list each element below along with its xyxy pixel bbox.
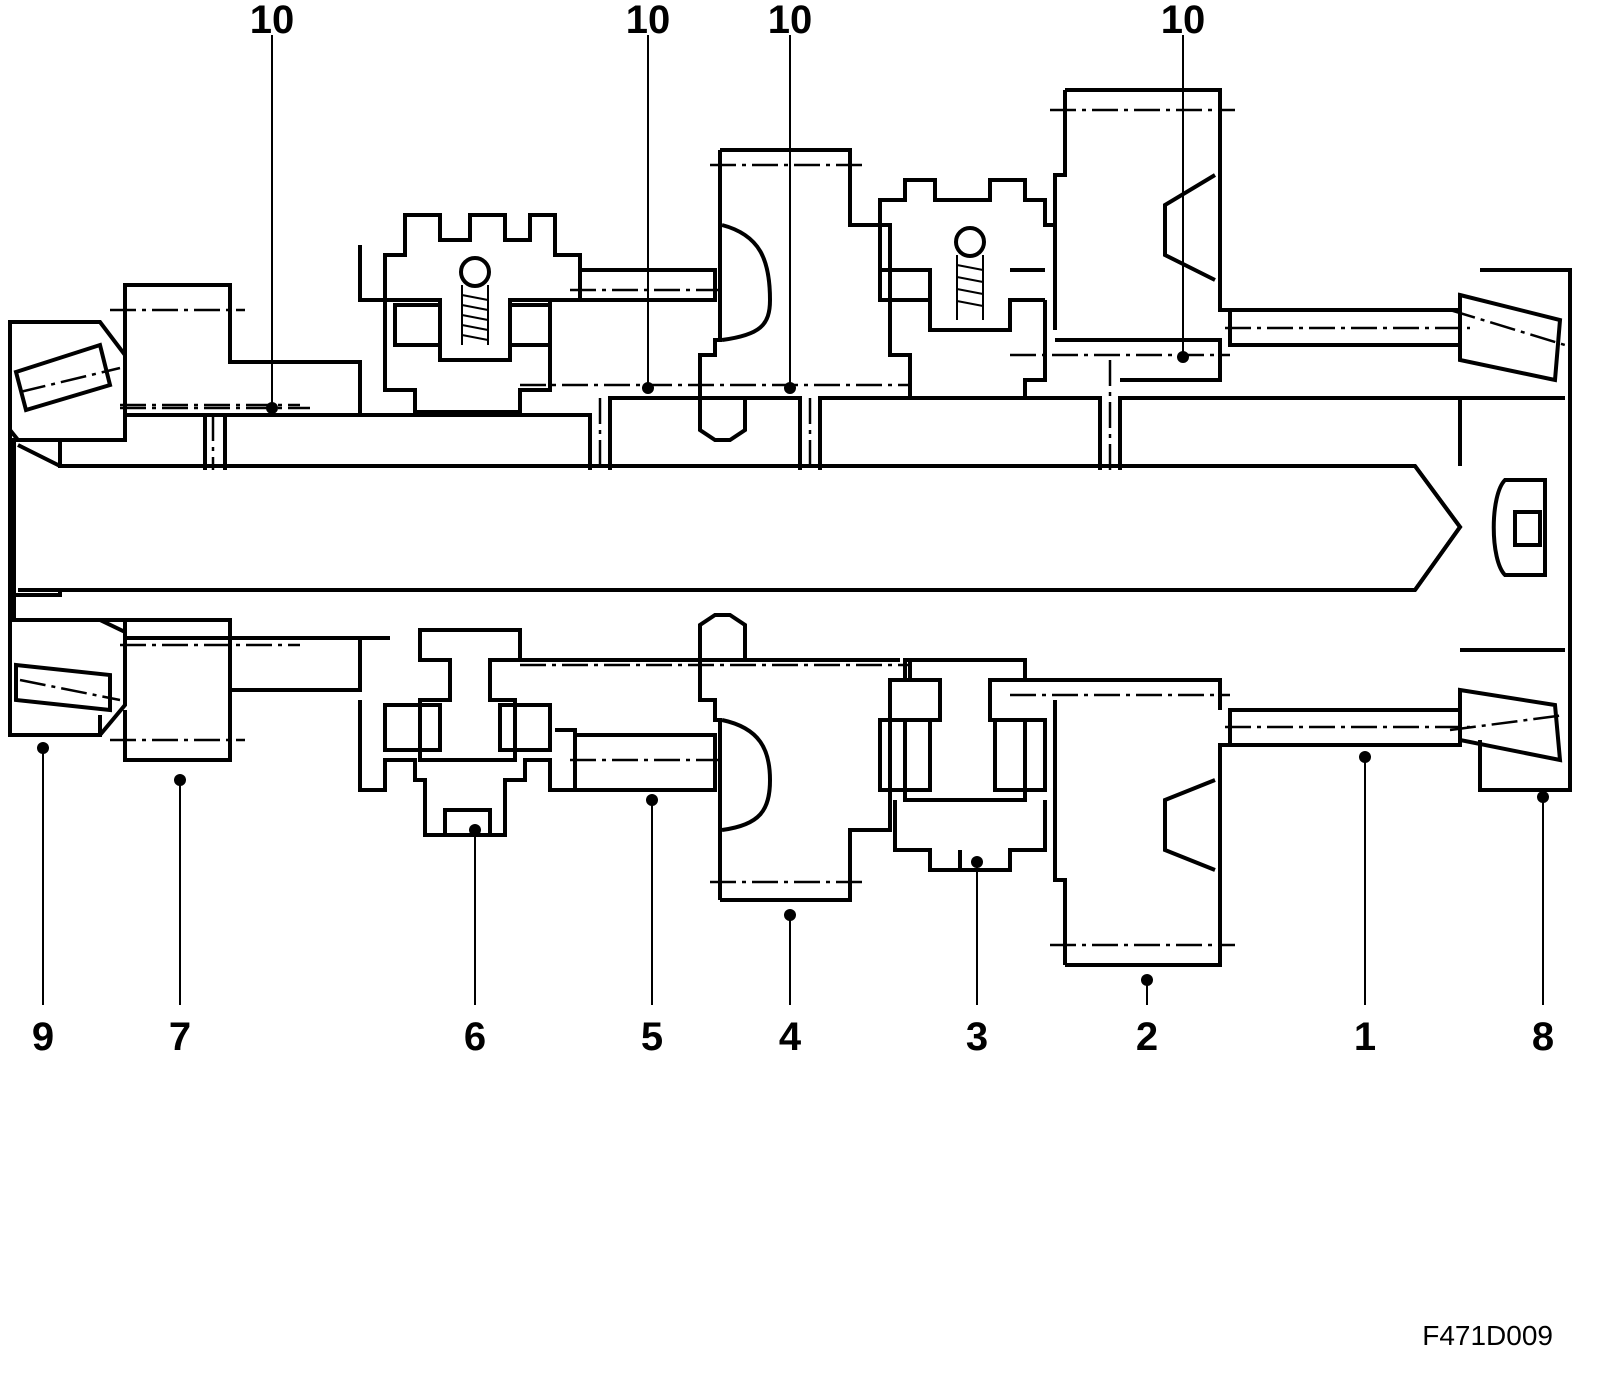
leader-lines bbox=[37, 35, 1549, 1005]
synchronizer-3 bbox=[850, 178, 1055, 872]
gear-4 bbox=[698, 148, 912, 902]
figure-id: F471D009 bbox=[1422, 1320, 1553, 1351]
callout-2: 2 bbox=[1136, 1015, 1158, 1059]
callout-6: 6 bbox=[464, 1015, 486, 1059]
gear-7 bbox=[110, 283, 362, 762]
callout-1: 1 bbox=[1354, 1015, 1376, 1059]
callout-10-c: 10 bbox=[768, 0, 813, 42]
right-bearing bbox=[1449, 268, 1572, 792]
callout-9: 9 bbox=[32, 1015, 54, 1059]
main-shaft bbox=[12, 360, 1547, 662]
callout-4: 4 bbox=[779, 1015, 802, 1059]
callout-10-b: 10 bbox=[626, 0, 671, 42]
callout-7: 7 bbox=[169, 1015, 191, 1059]
left-bearing bbox=[8, 320, 127, 737]
oil-channel-upper bbox=[120, 383, 910, 410]
synchronizer-6 bbox=[358, 213, 582, 837]
callout-10-d: 10 bbox=[1161, 0, 1206, 42]
callout-3: 3 bbox=[966, 1015, 988, 1059]
callout-8: 8 bbox=[1532, 1015, 1554, 1059]
shaft-sleeve bbox=[1225, 308, 1470, 747]
gear-2 bbox=[1010, 88, 1235, 967]
callout-10-a: 10 bbox=[250, 0, 295, 42]
callout-5: 5 bbox=[641, 1015, 663, 1059]
